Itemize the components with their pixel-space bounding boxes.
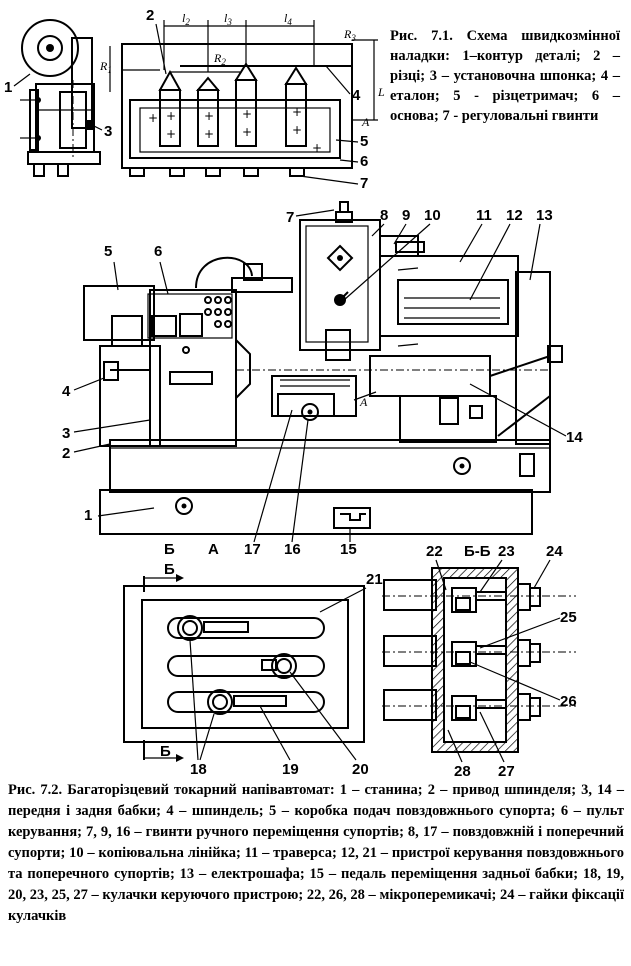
svg-text:+: + xyxy=(242,125,252,139)
fig2-label-9: 9 xyxy=(402,207,410,224)
fig2-label-11: 11 xyxy=(476,207,492,224)
fig1-label-3: 3 xyxy=(104,123,112,140)
svg-text:+: + xyxy=(204,127,214,141)
fig1-dim-l3: l3 xyxy=(224,11,232,27)
fig4-label-28: 28 xyxy=(454,763,471,780)
fig1-crosses: + + + + + + + + + + xyxy=(148,105,322,155)
fig4-label-25: 25 xyxy=(560,609,577,626)
caption-fig-7-1: Рис. 7.1. Схема швидкозмінної наладки: 1… xyxy=(390,28,620,124)
fig1-label-6: 6 xyxy=(360,153,368,170)
fig2-label-1: 1 xyxy=(84,507,92,524)
fig2-label-2: 2 xyxy=(62,445,70,462)
fig2-label-14: 14 xyxy=(566,429,583,446)
fig1-setup-scheme: 1 3 + xyxy=(4,7,385,192)
drawing-figure: 1 3 + xyxy=(4,7,583,780)
fig1-label-4: 4 xyxy=(352,87,361,104)
fig2-label-13: 13 xyxy=(536,207,553,224)
fig4-label-27: 27 xyxy=(498,763,515,780)
fig2-label-10: 10 xyxy=(424,207,441,224)
fig1-adjusting-screws xyxy=(129,167,305,177)
svg-text:+: + xyxy=(148,111,158,125)
caption-fig-7-2: Рис. 7.2. Багаторізцевий токарний напіва… xyxy=(8,782,624,924)
svg-text:+: + xyxy=(312,141,322,155)
svg-text:+: + xyxy=(292,105,302,119)
fig3-label-20: 20 xyxy=(352,761,369,778)
fig2-label-5: 5 xyxy=(104,243,112,260)
fig1-dim-A: A xyxy=(361,115,370,129)
fig3-label-21: 21 xyxy=(366,571,383,588)
fig1-label-2: 2 xyxy=(146,7,154,24)
fig4-label-26: 26 xyxy=(560,693,577,710)
fig2-label-A-arrow: A xyxy=(359,395,368,409)
svg-text:+: + xyxy=(166,127,176,141)
fig1-front-view: + + + + + + + + + + xyxy=(109,20,378,177)
fig4-title-bb: Б-Б xyxy=(464,543,491,560)
fig3-label-B-bottom: Б xyxy=(160,743,171,760)
fig2-label-8: 8 xyxy=(380,207,388,224)
fig2-label-3: 3 xyxy=(62,425,70,442)
fig1-dim-R3: R3 xyxy=(343,27,356,43)
fig2-label-15: 15 xyxy=(340,541,357,558)
fig2-label-7: 7 xyxy=(286,209,294,226)
fig3-label-19: 19 xyxy=(282,761,299,778)
fig2-label-B-left: Б xyxy=(164,541,175,558)
fig1-label-7: 7 xyxy=(360,175,368,192)
fig1-side-view xyxy=(20,19,101,177)
fig1-dim-L: L xyxy=(377,85,385,99)
fig1-label-5: 5 xyxy=(360,133,368,150)
fig2-label-12: 12 xyxy=(506,207,523,224)
svg-text:+: + xyxy=(292,123,302,137)
fig3-label-18: 18 xyxy=(190,761,207,778)
fig4-label-23: 23 xyxy=(498,543,515,560)
fig2-control-panel-buttons xyxy=(151,296,232,337)
svg-text:+: + xyxy=(204,109,214,123)
svg-text:+: + xyxy=(242,107,252,121)
fig1-dim-l4: l4 xyxy=(284,11,292,27)
fig1-dim-l2: l2 xyxy=(182,11,190,27)
fig3-label-B-top: Б xyxy=(164,561,175,578)
fig3-cam-plate xyxy=(123,574,365,762)
fig1-cutters xyxy=(158,62,308,147)
fig2-label-17: 17 xyxy=(244,541,261,558)
fig4-label-24: 24 xyxy=(546,543,563,560)
fig1-label-1: 1 xyxy=(4,79,12,96)
fig2-lathe xyxy=(83,201,563,535)
fig4-label-22: 22 xyxy=(426,543,443,560)
fig1-dim-R1: R1 xyxy=(99,59,112,75)
fig1-dim-R2: R2 xyxy=(213,51,226,67)
fig2-label-16: 16 xyxy=(284,541,301,558)
svg-text:+: + xyxy=(166,109,176,123)
fig2-label-4: 4 xyxy=(62,383,71,400)
fig2-label-6: 6 xyxy=(154,243,162,260)
fig2-label-A-bottom: А xyxy=(208,541,219,558)
fig4-section-bb xyxy=(382,567,576,753)
